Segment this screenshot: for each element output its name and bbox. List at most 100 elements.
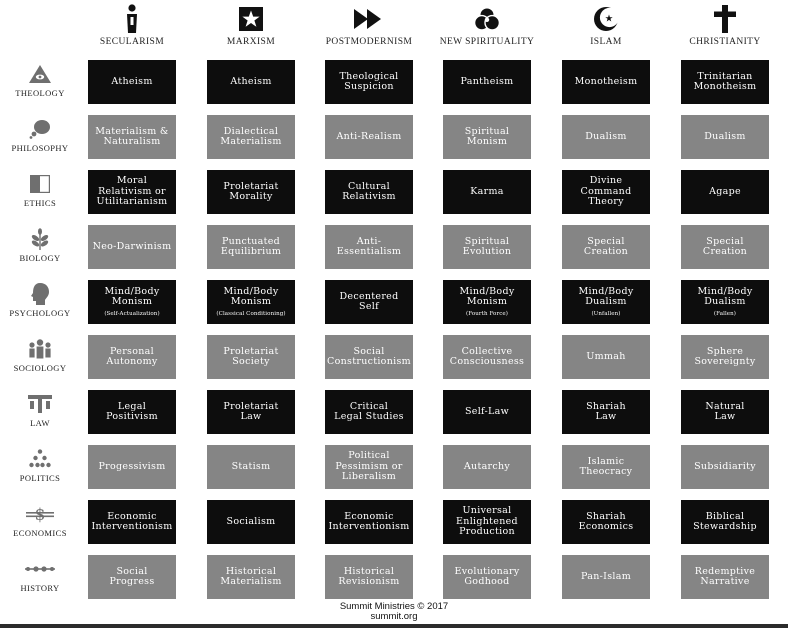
cell-text: Atheism [111, 75, 153, 87]
cell-sociology-new-spirituality: Collective Consciousness [443, 335, 531, 379]
cell-text: Special Creation [702, 235, 748, 257]
cell-law-islam: Shariah Law [562, 390, 650, 434]
row-title: POLITICS [19, 473, 61, 483]
cell-theology-marxism: Atheism [207, 60, 295, 104]
timeline-icon [0, 557, 80, 581]
cell-philosophy-new-spirituality: Spiritual Monism [443, 115, 531, 159]
cell-law-postmodernism: Critical Legal Studies [325, 390, 413, 434]
cell-ethics-new-spirituality: Karma [443, 170, 531, 214]
row-header-biology: BIOLOGY [0, 225, 80, 277]
cell-text: Ummah [586, 350, 626, 362]
row-header-history: HISTORY [0, 555, 80, 607]
cell-text: Mind/Body Dualism [578, 285, 634, 307]
cell-sociology-marxism: Proletariat Society [207, 335, 295, 379]
cell-psychology-new-spirituality: Mind/Body Monism(Fourth Force) [443, 280, 531, 324]
column-title: SECULARISM [99, 37, 165, 47]
cell-philosophy-islam: Dualism [562, 115, 650, 159]
row-header-ethics: ETHICS [0, 170, 80, 222]
cell-ethics-secularism: Moral Relativism or Utilitarianism [88, 170, 176, 214]
cell-text: Subsidiarity [694, 460, 756, 472]
cell-text: Neo-Darwinism [92, 240, 172, 252]
cell-philosophy-secularism: Materialism & Naturalism [88, 115, 176, 159]
cell-economics-postmodernism: Economic Interventionism [325, 500, 413, 544]
cell-text: Cultural Relativism [342, 180, 396, 202]
row-header-sociology: SOCIOLOGY [0, 335, 80, 387]
cell-text: Redemptive Narrative [694, 565, 756, 587]
cell-text: Collective Consciousness [449, 345, 525, 367]
cell-theology-christianity: Trinitarian Monotheism [681, 60, 769, 104]
cell-text: Special Creation [583, 235, 629, 257]
cell-economics-new-spirituality: Universal Enlightened Production [443, 500, 531, 544]
row-title: PSYCHOLOGY [9, 308, 71, 318]
cell-theology-secularism: Atheism [88, 60, 176, 104]
cell-ethics-postmodernism: Cultural Relativism [325, 170, 413, 214]
people-icon [0, 337, 80, 361]
cell-text: Personal Autonomy [106, 345, 158, 367]
cell-philosophy-christianity: Dualism [681, 115, 769, 159]
cell-economics-secularism: Economic Interventionism [88, 500, 176, 544]
row-title: THEOLOGY [15, 88, 65, 98]
star-icon [192, 4, 310, 34]
column-title: ISLAM [590, 37, 622, 47]
cell-law-marxism: Proletariat Law [207, 390, 295, 434]
cell-text: Theological Suspicion [339, 70, 399, 92]
cell-text: Materialism & Naturalism [95, 125, 169, 147]
column-header-new-spirituality: NEW SPIRITUALITY [428, 0, 546, 52]
cell-text: Proletariat Law [223, 400, 279, 422]
row-title: ETHICS [23, 198, 57, 208]
cell-text: Sphere Sovereignty [694, 345, 756, 367]
cell-text: Moral Relativism or Utilitarianism [96, 175, 168, 208]
column-title: MARXISM [226, 37, 276, 47]
cell-ethics-christianity: Agape [681, 170, 769, 214]
cell-economics-islam: Shariah Economics [562, 500, 650, 544]
cell-history-islam: Pan-Islam [562, 555, 650, 599]
cell-text: Historical Materialism [220, 565, 282, 587]
cell-economics-christianity: Biblical Stewardship [681, 500, 769, 544]
cell-subtext: (Unfallen) [591, 310, 621, 317]
cell-text: Decentered Self [339, 290, 399, 312]
cell-text: Social Progress [109, 565, 155, 587]
cell-ethics-islam: Divine Command Theory [562, 170, 650, 214]
row-title: PHILOSOPHY [11, 143, 69, 153]
cell-text: Mind/Body Monism [223, 285, 279, 307]
cell-text: Anti-Realism [336, 130, 402, 142]
cell-philosophy-postmodernism: Anti-Realism [325, 115, 413, 159]
cell-politics-new-spirituality: Autarchy [443, 445, 531, 489]
cell-text: Agape [709, 185, 741, 197]
cell-text: Autarchy [463, 460, 511, 472]
column-title: CHRISTIANITY [689, 37, 761, 47]
cell-text: Pan-Islam [581, 570, 631, 582]
cell-psychology-christianity: Mind/Body Dualism(Fallen) [681, 280, 769, 324]
row-title: HISTORY [20, 583, 60, 593]
cell-biology-islam: Special Creation [562, 225, 650, 269]
cell-text: Historical Revisionism [338, 565, 400, 587]
row-header-theology: THEOLOGY [0, 60, 80, 112]
cell-biology-new-spirituality: Spiritual Evolution [443, 225, 531, 269]
cell-politics-islam: Islamic Theocracy [562, 445, 650, 489]
cell-sociology-islam: Ummah [562, 335, 650, 379]
cell-text: Islamic Theocracy [579, 455, 633, 477]
footer: Summit Ministries © 2017 summit.org [0, 602, 788, 622]
currency-icon: $ [0, 502, 80, 526]
cell-history-christianity: Redemptive Narrative [681, 555, 769, 599]
cell-text: Mind/Body Monism [459, 285, 515, 307]
cell-law-christianity: Natural Law [681, 390, 769, 434]
row-header-philosophy: PHILOSOPHY [0, 115, 80, 167]
cell-text: Proletariat Morality [223, 180, 279, 202]
cell-theology-islam: Monotheism [562, 60, 650, 104]
cell-economics-marxism: Socialism [207, 500, 295, 544]
cell-text: Dualism [585, 130, 627, 142]
footer-url[interactable]: summit.org [370, 611, 418, 622]
cell-text: Evolutionary Godhood [454, 565, 520, 587]
cell-text: Progessivism [98, 460, 166, 472]
cell-ethics-marxism: Proletariat Morality [207, 170, 295, 214]
eye-triangle-icon [0, 62, 80, 86]
cell-subtext: (Self-Actualization) [104, 310, 160, 317]
cell-sociology-christianity: Sphere Sovereignty [681, 335, 769, 379]
row-title: BIOLOGY [19, 253, 61, 263]
cell-text: Legal Positivism [106, 400, 158, 422]
cell-text: Biblical Stewardship [693, 510, 757, 532]
cell-biology-postmodernism: Anti- Essentialism [325, 225, 413, 269]
cell-text: Karma [470, 185, 504, 197]
